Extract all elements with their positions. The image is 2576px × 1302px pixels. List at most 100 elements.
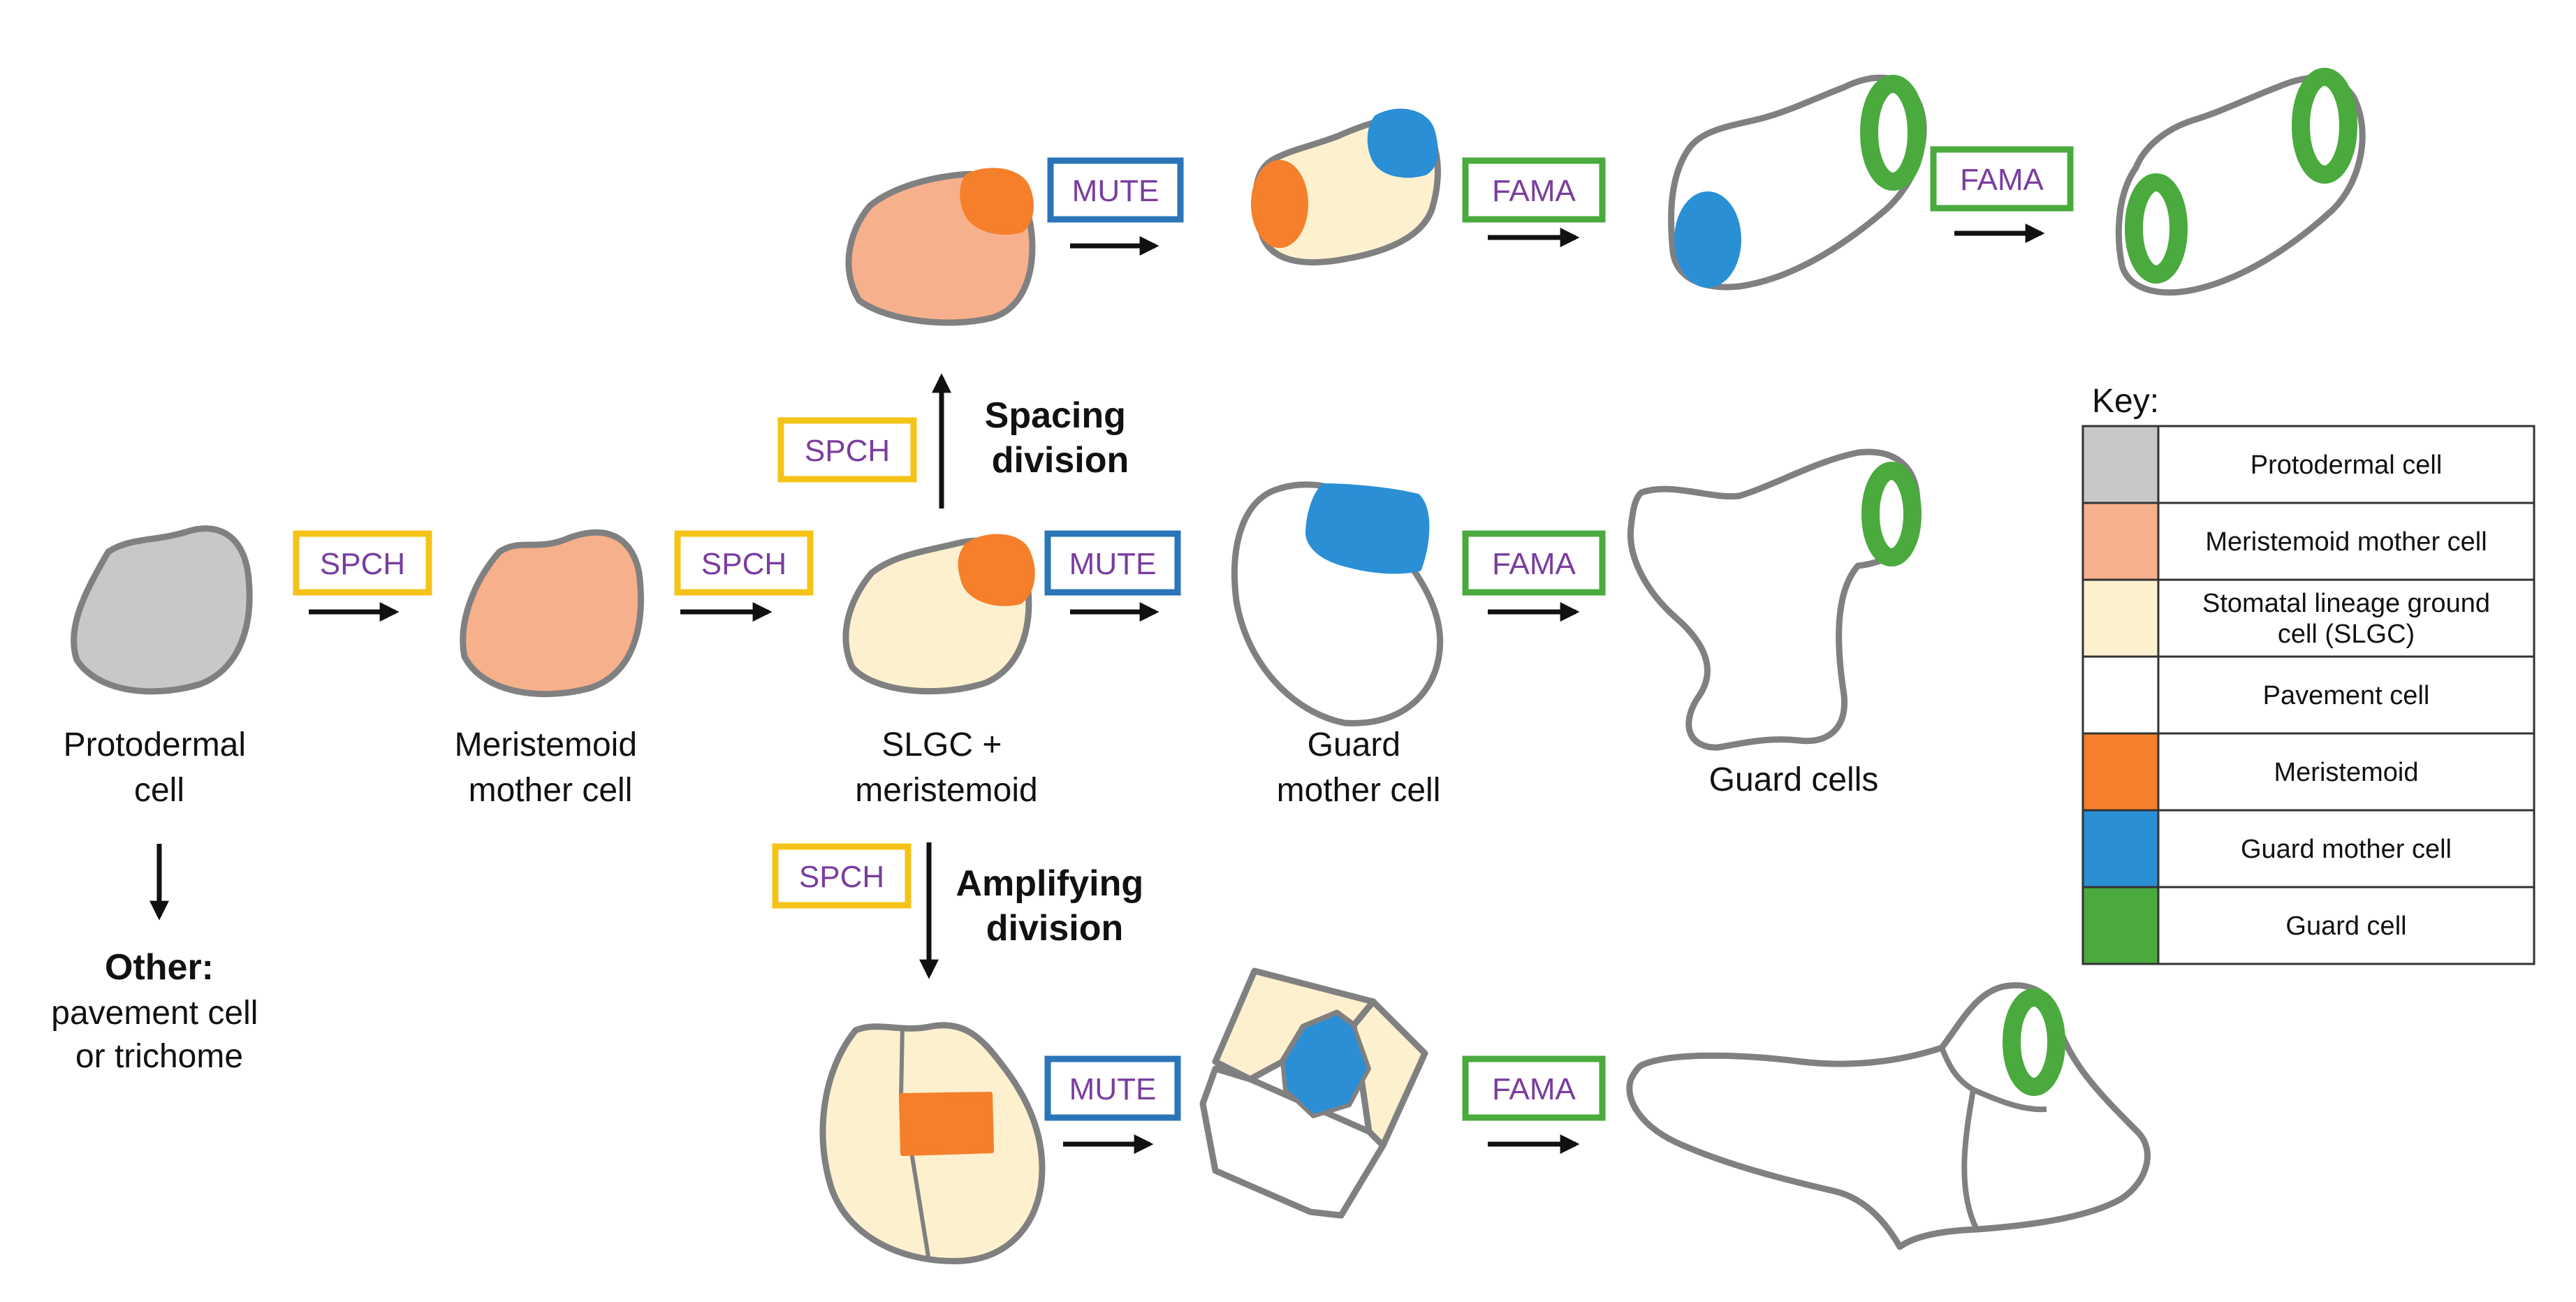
fama-box-middle: FAMA xyxy=(1462,530,1606,596)
bottom-gmc-shape xyxy=(1280,1011,1371,1118)
top-guard-final-ring-2 xyxy=(2125,173,2188,284)
top-guard-gmc-ring xyxy=(1860,75,1926,191)
key-swatch-6 xyxy=(2081,886,2160,965)
fama-box-bottom: FAMA xyxy=(1462,1055,1606,1121)
spch-box-2-frame xyxy=(674,530,814,596)
amplifying-division-line1: Amplifying xyxy=(956,863,1143,904)
key-title: Key: xyxy=(2092,383,2159,420)
bottom-guard-divider-2 xyxy=(1961,1089,1979,1231)
key-label-cell-4 xyxy=(2157,732,2535,812)
top-gmc-stage xyxy=(1251,108,1441,266)
slgc-label: SLGC + meristemoid xyxy=(855,726,1037,809)
fama-box-top-2-frame xyxy=(1930,146,2074,212)
bottom-guard-divider-1 xyxy=(1939,1046,1975,1092)
spch-box-1-frame xyxy=(293,530,432,596)
key-label-5-line0: Guard mother cell xyxy=(2241,835,2452,864)
key-label-cell-2 xyxy=(2157,578,2535,658)
mute-box-middle-text: MUTE xyxy=(1069,547,1157,581)
protodermal-label-line2: cell xyxy=(134,772,184,809)
fama-box-top-1-text: FAMA xyxy=(1492,174,1576,208)
bottom-guard-pavement xyxy=(1626,982,2151,1250)
guard-label: Guard cells xyxy=(1709,761,1879,798)
fama-box-bottom-frame xyxy=(1462,1055,1606,1121)
key-swatch-3 xyxy=(2081,655,2160,735)
mute-box-bottom: MUTE xyxy=(1044,1055,1181,1121)
top-guard-final-ring-1 xyxy=(2292,68,2357,184)
spch-box-1-text: SPCH xyxy=(320,547,405,581)
other-label-line2: or trichome xyxy=(75,1038,243,1075)
key-label-1-line0: Meristemoid mother cell xyxy=(2205,527,2487,557)
meristemoid-mother-cell xyxy=(460,529,644,698)
mute-box-top-text: MUTE xyxy=(1072,174,1159,208)
key-swatch-4 xyxy=(2081,732,2160,812)
mute-box-middle: MUTE xyxy=(1044,530,1181,596)
other-label-line1: pavement cell xyxy=(51,995,258,1032)
spch-box-amplifying-text: SPCH xyxy=(799,860,884,894)
spch-box-spacing-frame xyxy=(777,417,917,483)
amplifying-division-line2: division xyxy=(986,908,1123,949)
bottom-guard-ring xyxy=(2003,988,2065,1096)
gmc-label-line2: mother cell xyxy=(1277,772,1441,809)
gmc-label-line1: Guard xyxy=(1308,726,1400,763)
fama-box-middle-frame xyxy=(1462,530,1606,596)
top-gmc-meristemoid-shape xyxy=(1251,160,1308,248)
fama-box-bottom-text: FAMA xyxy=(1492,1072,1576,1106)
bottom-meristemoid-shape xyxy=(899,1092,994,1156)
top-guard-gmc-stage xyxy=(1668,74,1927,291)
bottom-gmc-stage xyxy=(1199,967,1428,1219)
key-label-4: Meristemoid xyxy=(2274,758,2419,787)
spch-box-2: SPCH xyxy=(674,530,814,596)
key-swatch-0 xyxy=(2081,425,2160,504)
key-label-4-line0: Meristemoid xyxy=(2274,758,2419,787)
key-label-3: Pavement cell xyxy=(2263,681,2430,710)
bottom-slgc-divider-bottom xyxy=(909,1152,931,1261)
spch-box-amplifying: SPCH xyxy=(772,843,912,909)
key-label-2-line0: Stomatal lineage ground xyxy=(2202,589,2490,618)
guard-middle-ring xyxy=(1861,462,1922,566)
key-label-cell-1 xyxy=(2157,502,2535,581)
top-mmc-meristemoid-shape xyxy=(960,168,1034,235)
mute-box-top: MUTE xyxy=(1047,157,1184,223)
mute-box-bottom-frame xyxy=(1044,1055,1181,1121)
gmc-middle-shape xyxy=(1305,483,1430,574)
protodermal-label-line1: Protodermal xyxy=(64,726,246,763)
key-label-6-line0: Guard cell xyxy=(2285,912,2406,941)
bottom-slgc-divider-top xyxy=(899,1026,905,1097)
gmc-label: Guard mother cell xyxy=(1277,726,1441,809)
mmc-label-line1: Meristemoid xyxy=(455,726,637,763)
mute-box-middle-frame xyxy=(1044,530,1181,596)
key-label-cell-5 xyxy=(2157,809,2535,888)
fama-box-top-2-text: FAMA xyxy=(1960,163,2044,197)
mute-box-bottom-text: MUTE xyxy=(1069,1072,1157,1106)
spch-box-2-text: SPCH xyxy=(701,547,786,581)
mmc-label-line2: mother cell xyxy=(469,772,633,809)
key-label-3-line0: Pavement cell xyxy=(2263,681,2430,710)
top-guard-final xyxy=(2115,68,2366,296)
spch-box-spacing: SPCH xyxy=(777,417,917,483)
key-label-1: Meristemoid mother cell xyxy=(2205,527,2487,557)
amplifying-division-label: Amplifying division xyxy=(956,863,1153,949)
key-swatch-1 xyxy=(2081,502,2160,581)
spacing-division-line2: division xyxy=(992,440,1129,481)
mmc-label: Meristemoid mother cell xyxy=(455,726,647,809)
mmc-shape xyxy=(460,529,644,698)
bottom-slgc-meristemoid xyxy=(819,1022,1046,1264)
other-title: Other: xyxy=(105,947,214,988)
spch-box-1: SPCH xyxy=(293,530,432,596)
fama-box-middle-text: FAMA xyxy=(1492,547,1576,581)
bottom-guard-stage xyxy=(1626,982,2151,1250)
fama-box-top-2: FAMA xyxy=(1930,146,2074,212)
key-label-2-line1: cell (SLGC) xyxy=(2278,620,2415,649)
key-swatch-2 xyxy=(2081,578,2160,658)
spacing-division-line1: Spacing xyxy=(985,395,1126,436)
protodermal-cell-shape xyxy=(71,525,253,695)
protodermal-cell xyxy=(71,525,253,695)
top-guard-gmc-shape xyxy=(1674,191,1741,288)
key-label-cell-6 xyxy=(2157,886,2535,965)
guard-cells-middle xyxy=(1627,448,1922,751)
protodermal-label: Protodermal cell xyxy=(64,726,256,809)
bottom-guard-divider-3 xyxy=(1972,1087,2047,1113)
